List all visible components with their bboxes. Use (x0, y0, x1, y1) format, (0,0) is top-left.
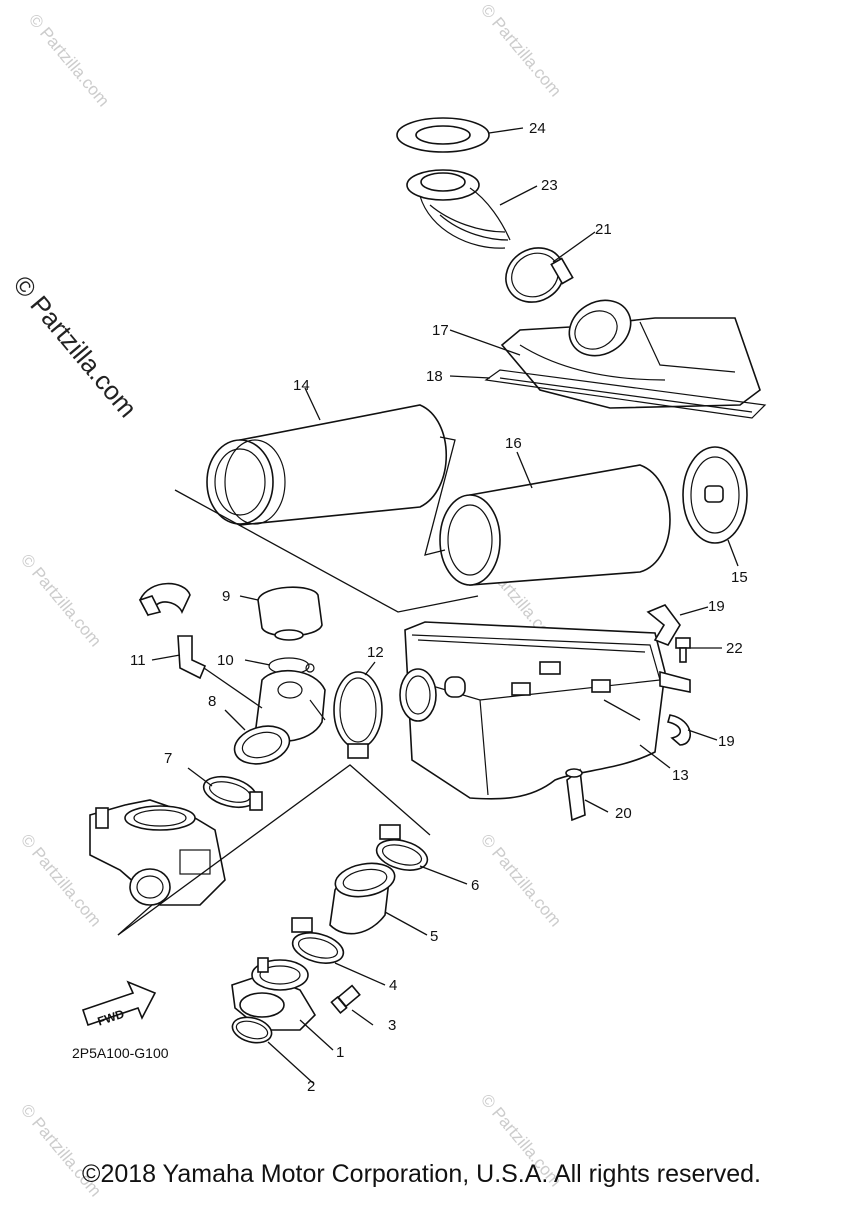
part-7-band (202, 775, 263, 811)
part-23-duct-joint (406, 169, 511, 249)
callout-20: 20 (615, 805, 632, 822)
part-20-drain-tube (565, 768, 586, 822)
watermark: © Partzilla.com (477, 830, 565, 930)
callout-1: 1 (336, 1044, 344, 1061)
callout-2: 2 (307, 1078, 315, 1095)
part-19-clip (646, 604, 681, 646)
part-3-bolt (330, 984, 361, 1015)
assembly-bracket (117, 904, 153, 936)
part-22-bolt (675, 637, 691, 663)
callout-3: 3 (388, 1017, 396, 1034)
callout-8: 8 (208, 693, 216, 710)
callout-16: 16 (505, 435, 522, 452)
part-1-manifold (231, 957, 317, 1031)
assembly-bracket (117, 764, 431, 936)
callout-22: 22 (726, 640, 743, 657)
leader-lines (151, 127, 739, 1084)
callout-6: 6 (471, 877, 479, 894)
part-19-clip (666, 714, 692, 746)
callout-10: 10 (217, 652, 234, 669)
part-6-band (375, 824, 429, 871)
callout-17: 17 (432, 322, 449, 339)
callout-18: 18 (426, 368, 443, 385)
callout-11: 11 (130, 652, 146, 669)
assembly-bracket (424, 436, 456, 556)
callout-numbers: 24 23 21 17 18 14 16 15 9 10 11 12 8 19 … (130, 120, 748, 1095)
carburetor (89, 799, 226, 906)
copyright-notice: ©2018 Yamaha Motor Corporation, U.S.A. A… (82, 1160, 761, 1188)
callout-19b: 19 (718, 733, 735, 750)
part-16-filter-inner (439, 464, 671, 586)
callout-5: 5 (430, 928, 438, 945)
callout-24: 24 (529, 120, 546, 137)
part-21-band (505, 247, 574, 303)
part-17-cover (500, 299, 761, 409)
diagram-code: 2P5A100-G100 (72, 1045, 169, 1061)
callout-14: 14 (293, 377, 310, 394)
watermark: © Partzilla.com (477, 0, 565, 100)
callout-12: 12 (367, 644, 384, 661)
callout-7: 7 (164, 750, 172, 767)
callout-9: 9 (222, 588, 230, 605)
watermark-large: © Partzilla.com (7, 270, 143, 423)
callout-23: 23 (541, 177, 558, 194)
fwd-arrow-icon: FWD (81, 980, 157, 1029)
part-24-seal (396, 117, 490, 153)
part-2-o-ring (231, 1016, 273, 1044)
part-11-fitting (177, 635, 207, 680)
watermark: © Partzilla.com (17, 550, 105, 650)
part-4-band (291, 917, 345, 964)
part-14-filter-element (206, 404, 447, 526)
part-8-joint (233, 669, 326, 765)
callout-21: 21 (595, 221, 612, 238)
callout-13: 13 (672, 767, 689, 784)
part-15-filter-cap (682, 446, 748, 544)
part-12-band (333, 671, 383, 759)
part-9-cap (257, 586, 323, 641)
assembly-bracket (174, 489, 479, 613)
part-13-air-box (399, 621, 691, 800)
part-18-gasket (484, 369, 767, 419)
watermark: © Partzilla.com (25, 10, 113, 110)
breather-hose (138, 582, 191, 617)
callout-4: 4 (389, 977, 397, 994)
part-5-joint (329, 862, 396, 935)
callout-19: 19 (708, 598, 725, 615)
callout-15: 15 (731, 569, 748, 586)
